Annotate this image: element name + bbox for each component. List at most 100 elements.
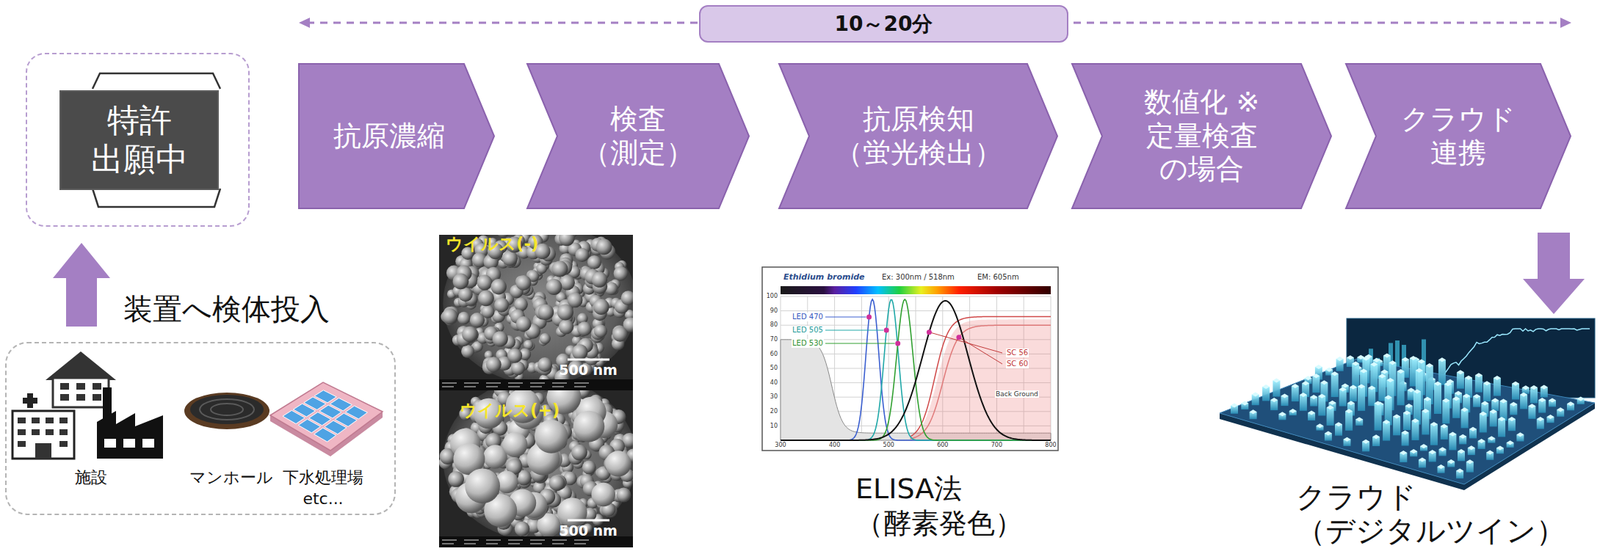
image-tag: ウイルス(+) (459, 400, 560, 422)
building-top (1278, 411, 1286, 417)
building-top (1270, 397, 1278, 403)
window (31, 429, 40, 436)
particle (538, 304, 554, 321)
chevron-shape (779, 63, 1058, 209)
building-top (1343, 437, 1352, 443)
label-plate: 特許 出願中 (59, 90, 219, 191)
leader-line (825, 317, 867, 318)
source-icons (12, 351, 383, 459)
building-top (1481, 401, 1489, 407)
axis-tick: 10 (770, 422, 778, 431)
building-top (1423, 397, 1432, 402)
building-top (1362, 356, 1370, 362)
axis-tick: 800 (1044, 442, 1056, 450)
building-top (1315, 364, 1323, 370)
building-top (1331, 371, 1339, 376)
axis-tick: 20 (770, 408, 778, 416)
building (1345, 411, 1353, 432)
building-top (1230, 403, 1238, 409)
leader-line (958, 337, 1003, 365)
window (45, 429, 54, 436)
building (1318, 396, 1326, 417)
particle (612, 326, 628, 343)
chart-note: Ex: 300nm / 518nm (881, 273, 956, 282)
label-anchor: 90 (770, 307, 778, 316)
series-label: Back Ground (994, 390, 1040, 399)
building-top (1304, 375, 1313, 381)
device-outline (92, 73, 221, 89)
building (1479, 414, 1487, 434)
label-anchor: Back Ground (994, 390, 1040, 399)
marker-dot (956, 334, 962, 340)
city-base (1219, 359, 1595, 485)
label-anchor: 300 (774, 442, 786, 450)
chart-frame (762, 267, 1059, 451)
particle (534, 420, 569, 454)
label-anchor: 500 nm (558, 522, 618, 540)
label-anchor: 800 (1044, 442, 1056, 450)
building-top (1456, 370, 1465, 375)
timeline-arrowhead (298, 17, 310, 28)
building-top (1459, 434, 1467, 440)
building-top (1405, 403, 1413, 409)
particle (613, 266, 629, 282)
led-curve (780, 299, 1051, 441)
window (142, 439, 155, 448)
label-anchor: 装置へ検体投入 (122, 291, 331, 327)
building-top (1370, 362, 1378, 368)
duration-badge: 10～20分 (699, 5, 1069, 43)
building (1374, 403, 1382, 432)
building-top (1467, 445, 1476, 451)
building-top (1457, 449, 1465, 454)
window (45, 417, 54, 424)
building-top (1355, 417, 1363, 422)
building-top (1345, 408, 1353, 414)
window (92, 394, 102, 401)
axis-tick: 500 (883, 442, 895, 450)
building-top (1528, 403, 1536, 409)
building-top (1347, 400, 1355, 406)
particle (516, 275, 532, 291)
source-group: 施設マンホール下水処理場 etc... (5, 342, 396, 516)
series-label: LED 505 (791, 326, 824, 335)
particle (552, 261, 569, 278)
building-top (1418, 458, 1426, 463)
building-top (1341, 383, 1349, 388)
particle (457, 312, 470, 325)
building-top (1307, 411, 1316, 416)
manhole-cover (190, 395, 264, 425)
building-top (1289, 408, 1297, 414)
label-anchor: 60 (770, 350, 778, 359)
building (1511, 384, 1520, 401)
building-top (1500, 398, 1508, 404)
window (123, 439, 136, 448)
building (1438, 359, 1446, 386)
building-top (1336, 356, 1344, 362)
series-label: LED 470 (791, 312, 824, 322)
building-top (1351, 362, 1360, 367)
particle (514, 522, 531, 538)
window (17, 417, 26, 424)
building-top (1497, 417, 1506, 422)
house-icon (52, 378, 109, 408)
building-top (1320, 380, 1328, 385)
grid-line (780, 296, 1051, 298)
label-anchor: 500 (883, 442, 895, 450)
label-anchor: 10 (770, 422, 778, 431)
particle (523, 339, 534, 350)
building-top (1316, 423, 1324, 429)
cloud-caption: クラウド （デジタルツイン） (1296, 480, 1568, 548)
particle (511, 361, 526, 376)
building (1493, 378, 1501, 397)
label-anchor: ウイルス(-) (445, 234, 539, 255)
building-top (1403, 410, 1411, 415)
building-top (1401, 357, 1410, 363)
building-top (1440, 424, 1449, 429)
label-anchor: Ex: 300nm / 518nm (881, 273, 956, 282)
building (1483, 383, 1491, 402)
particle (464, 468, 501, 504)
building-top (1530, 385, 1538, 390)
building-top (1249, 409, 1258, 415)
window (104, 439, 117, 448)
block-arrow (1522, 232, 1585, 315)
